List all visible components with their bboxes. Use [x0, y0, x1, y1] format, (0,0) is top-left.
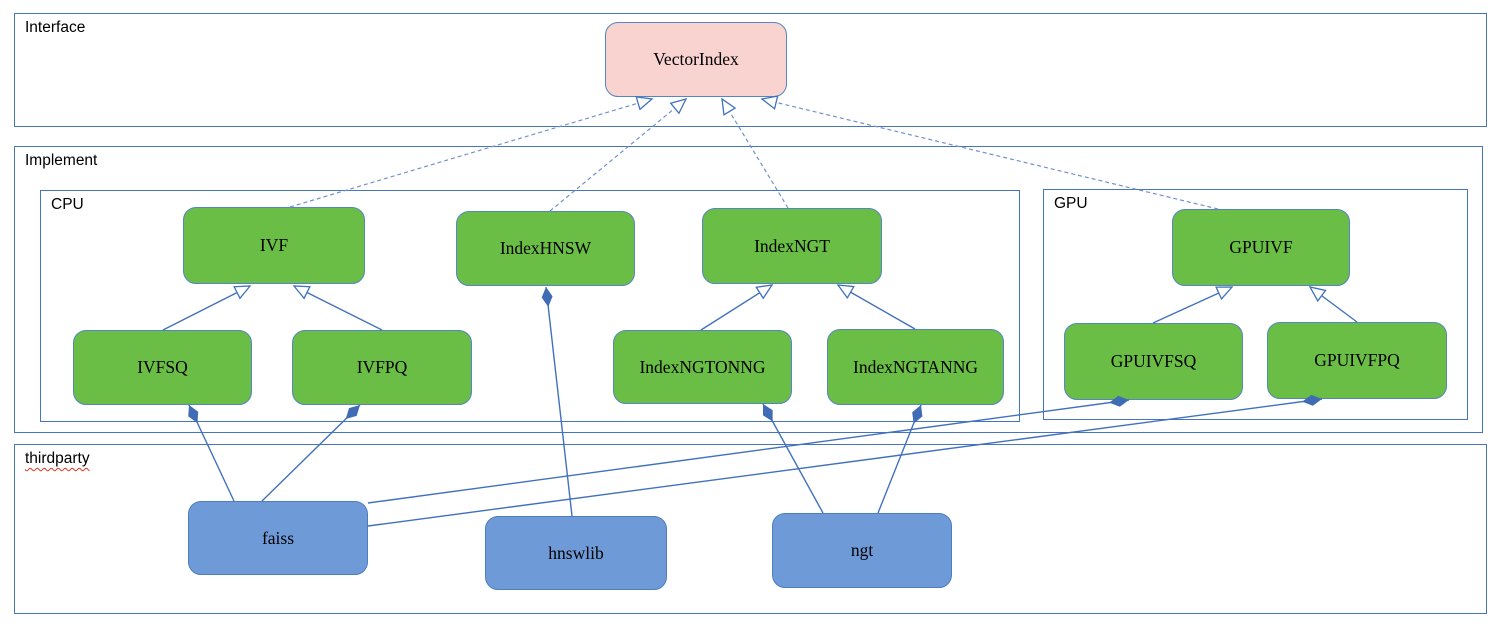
container-label-thirdparty: thirdparty	[25, 450, 90, 467]
container-label-interface: Interface	[25, 19, 86, 36]
node-vectorindex[interactable]: VectorIndex	[605, 22, 787, 97]
node-indexngt-label: IndexNGT	[754, 235, 830, 256]
container-label-implement: Implement	[25, 152, 98, 169]
node-ivfsq-label: IVFSQ	[137, 357, 188, 377]
node-gpuivfsq-label: GPUIVFSQ	[1110, 351, 1197, 371]
node-ivfsq[interactable]: IVFSQ	[73, 330, 252, 405]
node-gpuivfpq-label: GPUIVFPQ	[1314, 350, 1400, 370]
node-indexngtonng-label: IndexNGTONNG	[639, 356, 766, 377]
node-gpuivf-label: GPUIVF	[1229, 237, 1293, 257]
node-indexhnsw-label: IndexHNSW	[499, 238, 592, 258]
node-ngt[interactable]: ngt	[772, 513, 952, 588]
node-faiss-label: faiss	[261, 527, 295, 548]
node-ivfpq-label: IVFPQ	[356, 357, 408, 377]
node-indexngt[interactable]: IndexNGT	[702, 208, 882, 284]
node-gpuivfpq[interactable]: GPUIVFPQ	[1267, 322, 1447, 399]
container-label-gpu: GPU	[1054, 195, 1088, 212]
node-indexngtonng[interactable]: IndexNGTONNG	[613, 330, 792, 404]
node-ivf[interactable]: IVF	[183, 207, 365, 284]
node-gpuivfsq[interactable]: GPUIVFSQ	[1064, 323, 1243, 400]
node-ivfpq[interactable]: IVFPQ	[292, 330, 472, 405]
node-ngt-label: ngt	[850, 540, 874, 560]
node-gpuivf[interactable]: GPUIVF	[1172, 209, 1350, 286]
node-vectorindex-label: VectorIndex	[653, 49, 739, 69]
node-faiss[interactable]: faiss	[188, 501, 368, 575]
node-ivf-label: IVF	[259, 235, 289, 255]
node-indexngtanng-label: IndexNGTANNG	[853, 356, 978, 377]
container-label-cpu: CPU	[51, 196, 84, 213]
node-indexngtanng[interactable]: IndexNGTANNG	[827, 329, 1004, 405]
node-indexhnsw[interactable]: IndexHNSW	[456, 211, 635, 286]
node-hnswlib-label: hnswlib	[548, 542, 604, 563]
node-hnswlib[interactable]: hnswlib	[485, 516, 667, 590]
